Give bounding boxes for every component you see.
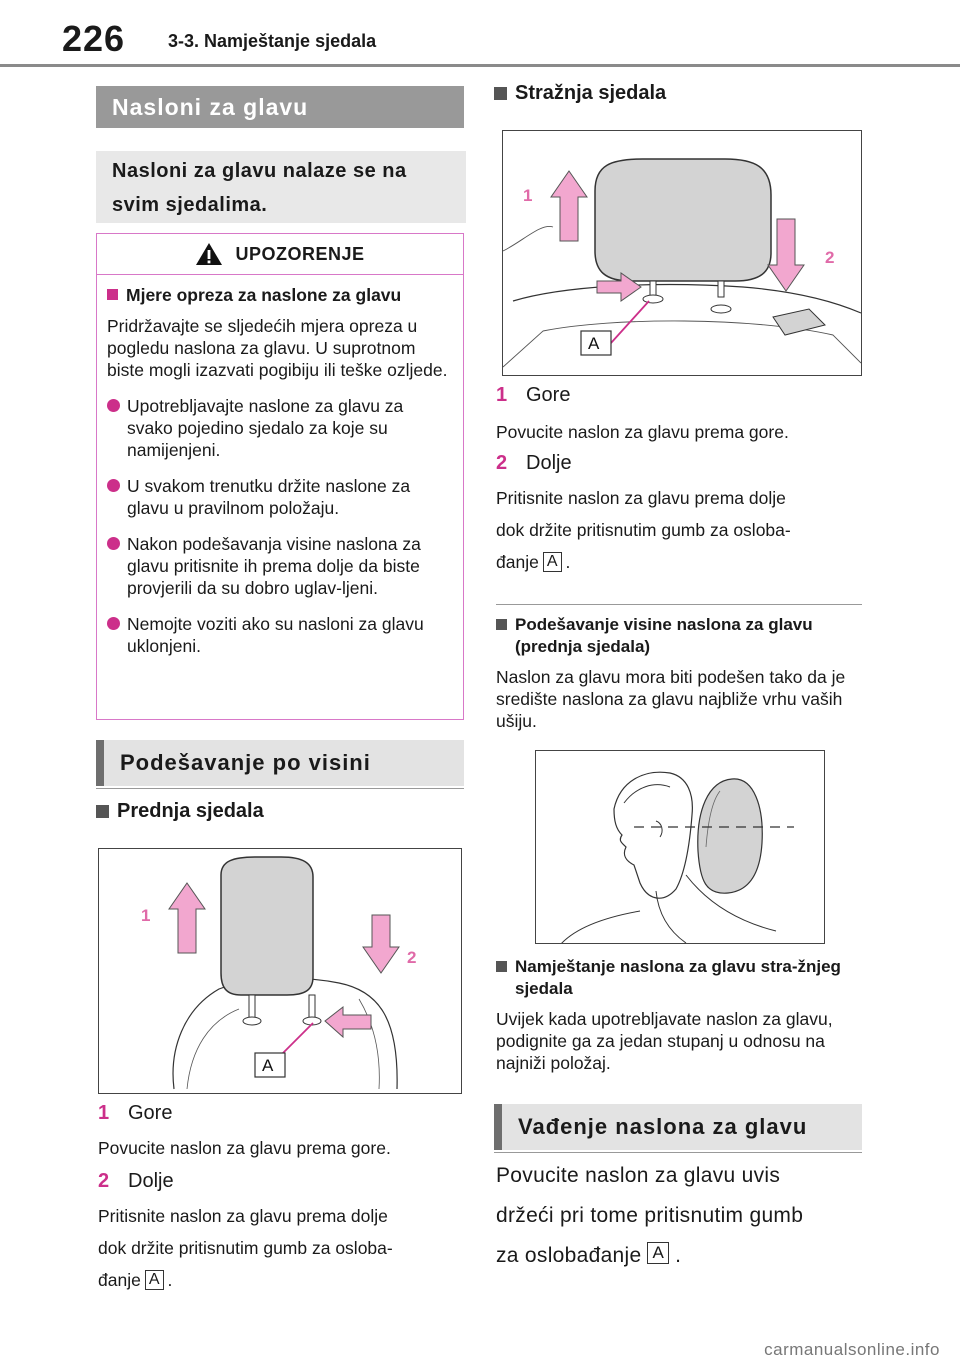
step-number: 1 <box>98 1102 110 1124</box>
rear-seats-heading: Stražnja sjedala <box>494 82 666 105</box>
step-number: 2 <box>98 1170 110 1192</box>
warning-bullet: Upotrebljavajte naslone za glavu za svak… <box>107 395 453 461</box>
section-underline <box>96 788 464 789</box>
button-a-key: A <box>542 552 562 572</box>
watermark: carmanualsonline.info <box>764 1340 940 1359</box>
bullet-dot-icon <box>107 399 120 412</box>
adjust-heading: Podešavanje visine naslona za glavu (pre… <box>496 614 862 658</box>
step-1-desc: Povucite naslon za glavu prema gore. <box>496 422 789 442</box>
bullet-dot-icon <box>107 617 120 630</box>
step-2: 2 Dolje <box>496 452 572 475</box>
bullet-dot-icon <box>107 479 120 492</box>
warning-title: UPOZORENJE <box>235 243 365 264</box>
arrow-up-label: 1 <box>141 906 150 925</box>
warning-box: UPOZORENJE Mjere opreza za naslone za gl… <box>96 233 464 720</box>
button-a-label: A <box>262 1056 274 1075</box>
warning-bullet: Nakon podešavanja visine naslona za glav… <box>107 533 453 599</box>
section-title-vadjenje: Vađenje naslona za glavu <box>494 1104 862 1150</box>
square-bullet-icon <box>496 619 507 630</box>
header-divider <box>0 64 960 67</box>
button-a-key: A <box>144 1270 164 1290</box>
button-a-key: A <box>647 1242 670 1264</box>
square-bullet-icon <box>107 289 118 300</box>
head-position-figure <box>535 750 825 944</box>
warning-text: Pridržavajte se sljedećih mjera opreza u… <box>107 316 448 380</box>
warning-header: UPOZORENJE <box>97 234 463 275</box>
removal-text: Povucite naslon za glavu uvis držeći pri… <box>496 1164 804 1267</box>
section-underline <box>494 1152 862 1153</box>
step-1-desc: Povucite naslon za glavu prema gore. <box>98 1138 391 1158</box>
square-bullet-icon <box>96 805 109 818</box>
bullet-dot-icon <box>107 537 120 550</box>
front-seats-heading: Prednja sjedala <box>96 800 264 823</box>
warning-subtitle: Mjere opreza za naslone za glavu <box>107 284 453 306</box>
step-number: 1 <box>496 384 508 406</box>
step-2: 2 Dolje <box>98 1170 174 1193</box>
step-label: Dolje <box>526 452 572 474</box>
square-bullet-icon <box>494 87 507 100</box>
step-1: 1 Gore <box>496 384 570 407</box>
rear-adjust-text: Uvijek kada upotrebljavate naslon za gla… <box>496 1009 833 1073</box>
step-number: 2 <box>496 452 508 474</box>
intro-box: Nasloni za glavu nalaze se na svim sjeda… <box>96 151 466 223</box>
adjust-text: Naslon za glavu mora biti podešen tako d… <box>496 667 846 731</box>
arrow-down-label: 2 <box>407 948 416 967</box>
chapter-title: 3-3. Namještanje sjedala <box>168 31 377 51</box>
step-2-desc: Pritisnite naslon za glavu prema dolje d… <box>496 488 791 572</box>
arrow-up-label: 1 <box>523 186 532 205</box>
rear-headrest-figure: 1 2 A <box>502 130 862 376</box>
head-position-illustration <box>561 771 794 943</box>
front-headrest-illustration: 1 2 A <box>141 856 416 1090</box>
arrow-down-label: 2 <box>825 248 834 267</box>
step-label: Gore <box>128 1102 173 1124</box>
rear-adjust-heading: Namještanje naslona za glavu stra-žnjeg … <box>496 956 862 1000</box>
section-title-nasloni: Nasloni za glavu <box>96 86 464 128</box>
step-label: Dolje <box>128 1170 174 1192</box>
step-2-desc: Pritisnite naslon za glavu prema dolje d… <box>98 1206 393 1290</box>
front-headrest-figure: 1 2 A <box>98 848 462 1094</box>
page-number: 226 <box>62 18 126 59</box>
rear-headrest-illustration: 1 2 A <box>503 158 861 368</box>
warning-bullet: Nemojte voziti ako su nasloni za glavu u… <box>107 613 453 657</box>
square-bullet-icon <box>496 961 507 972</box>
button-a-label: A <box>588 334 600 353</box>
warning-bullet: U svakom trenutku držite naslone za glav… <box>107 475 453 519</box>
warning-triangle-icon <box>196 243 223 265</box>
divider <box>496 604 862 605</box>
step-label: Gore <box>526 384 571 406</box>
section-title-podesavanje: Podešavanje po visini <box>96 740 464 786</box>
step-1: 1 Gore <box>98 1102 172 1125</box>
